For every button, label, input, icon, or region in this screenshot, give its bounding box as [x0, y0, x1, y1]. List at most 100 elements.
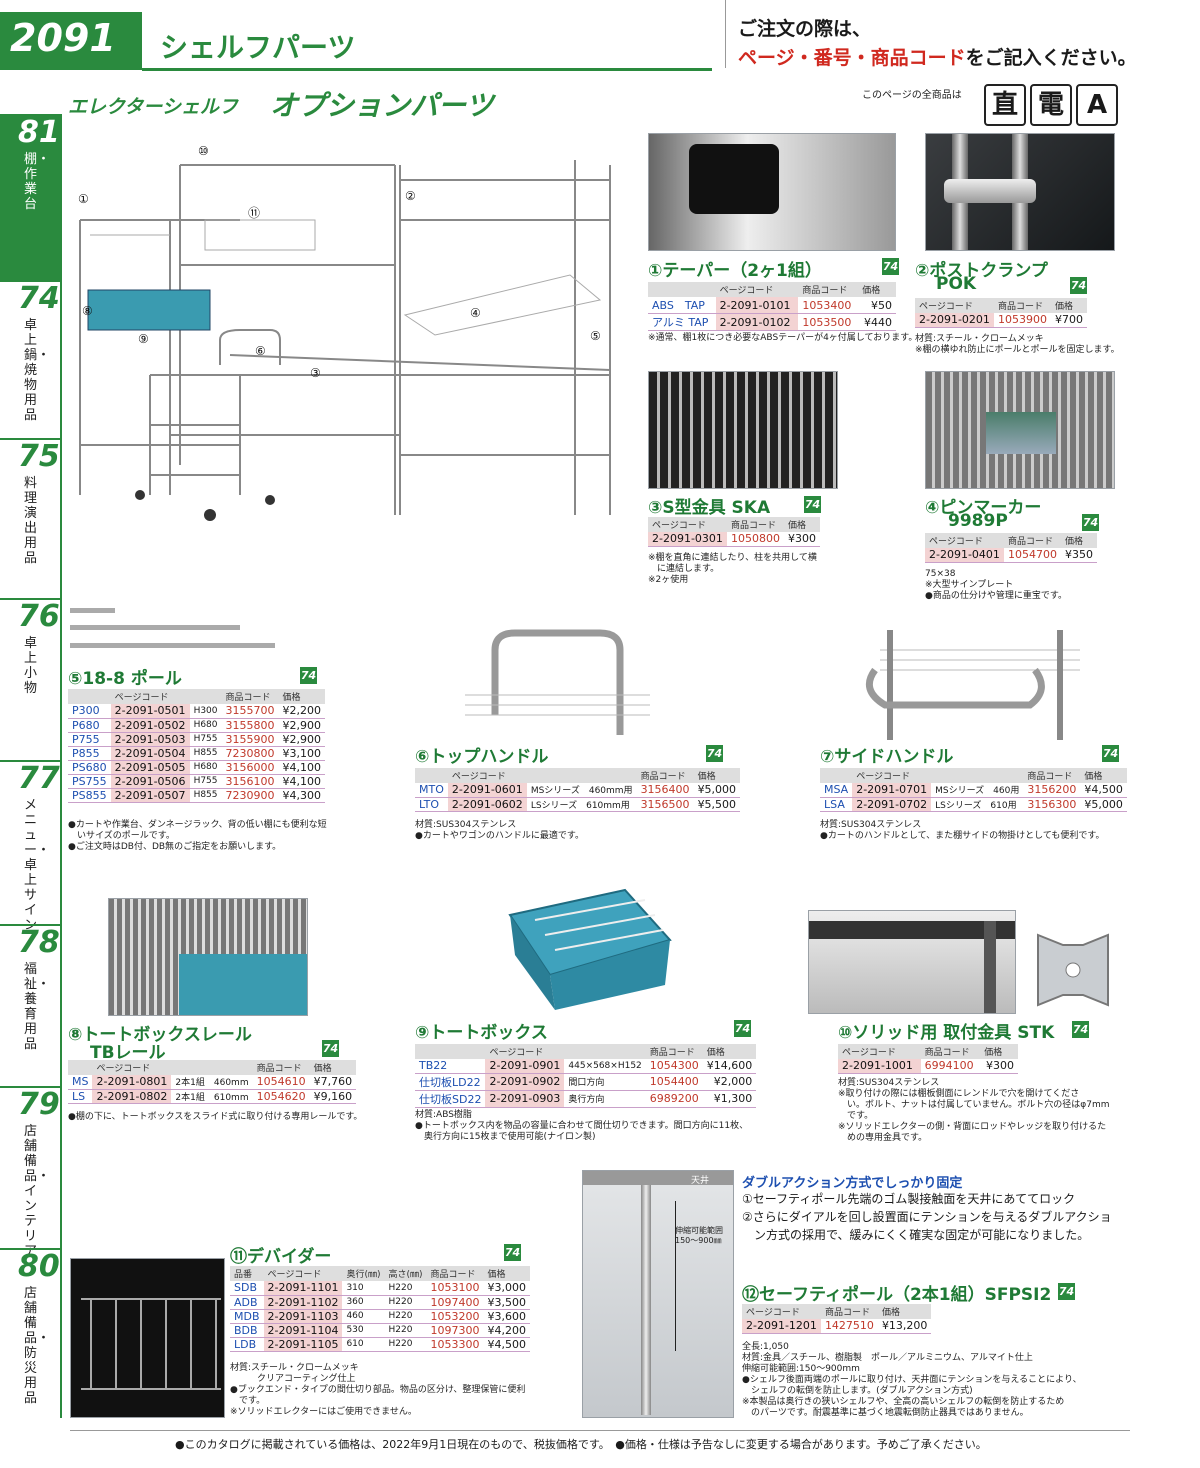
post-clamp-note: 材質:スチール・クロームメッキ ※棚の横ゆれ防止にポールとポールを固定します。: [915, 334, 1120, 355]
solid-mount-title: ⑩ソリッド用 取付金具 STK: [838, 1023, 1055, 1043]
post-clamp-photo: [925, 133, 1115, 251]
taper-photo: [648, 133, 896, 251]
pole-illustration: [70, 608, 275, 648]
taper-badge: 74: [882, 258, 899, 275]
delivery-icon: A: [1076, 84, 1118, 126]
tab-label: 店舗備品・インテリア: [24, 1124, 51, 1259]
solid-mount-photo: [808, 910, 1016, 1014]
direct-ship-icon: 直: [984, 84, 1026, 126]
icons-label: このページの全商品は: [862, 90, 962, 101]
category-title: シェルフパーツ: [160, 31, 356, 64]
tab-number: 79: [18, 1087, 60, 1122]
tab-number: 76: [18, 599, 60, 634]
safety-pole-note: 全長:1,050 材質:金具／スチール、樹脂製 ポール／アルミニウム、アルマイト…: [742, 1342, 1082, 1418]
s-hook-note: ※棚を直角に連結したり、柱を共用して横 に連結します。 ※2ヶ使用: [648, 553, 817, 585]
taper-note: ※通常、棚1枚につき必要なABSテーパーが4ヶ付属しております。: [648, 333, 918, 343]
solid-mount-pole: [984, 921, 996, 1013]
pole-title: ⑤18-8 ポール: [68, 669, 182, 689]
safety-pole-label-ceiling: 天井: [691, 1176, 710, 1186]
tab-number: 81: [18, 115, 60, 150]
footer-rule: [70, 1430, 1130, 1431]
post-clamp-badge: 74: [1070, 277, 1087, 294]
diagram-label-3: ③: [310, 366, 321, 380]
post-clamp-band: [944, 179, 1036, 203]
diagram-label-8: ⑧: [82, 304, 93, 318]
order-notice-line1: ご注文の際は、: [738, 18, 872, 40]
diagram-label-6: ⑥: [255, 344, 266, 358]
col-item-code: 商品コード: [798, 282, 859, 297]
phone-icon: 電: [1030, 84, 1072, 126]
top-handle-title: ⑥トップハンドル: [415, 747, 549, 767]
top-handle-illustration: [465, 629, 650, 735]
tote-box-illustration: [508, 888, 672, 1010]
taper-shape: [689, 144, 779, 214]
solid-mount-note: 材質:SUS304ステンレス ※取り付けの際には棚板側面にレンドルで穴を開けてく…: [838, 1078, 1110, 1143]
divider-wire: [81, 1298, 221, 1390]
safety-pole-shaft: [641, 1185, 651, 1415]
tote-box-badge: 74: [734, 1020, 751, 1037]
safety-pole-line2: ②さらにダイアルを回し設置面にテンションを与えるダブルアクショ: [742, 1210, 1112, 1224]
diagram-label-9: ⑨: [138, 332, 149, 346]
tab-number: 80: [18, 1249, 60, 1284]
pole-badge: 74: [300, 667, 317, 684]
diagram-label-1: ①: [78, 192, 89, 206]
tab-number: 75: [18, 439, 60, 474]
tab-number: 74: [18, 281, 60, 316]
col-price: 価格: [858, 282, 896, 297]
pin-marker-badge: 74: [1082, 514, 1099, 531]
pole-note: ●カートや作業台、ダンネージラック、背の低い棚にも便利な短 いサイズのポールです…: [68, 820, 327, 852]
tote-rail-box: [179, 954, 307, 1015]
tote-rail-title: ⑧トートボックスレール: [68, 1025, 252, 1045]
tab-number: 78: [18, 925, 60, 960]
safety-pole-ceiling: [583, 1171, 733, 1185]
tote-rail-badge: 74: [322, 1040, 339, 1057]
pin-marker-note: 75×38 ※大型サインプレート ●商品の仕分けや管理に重宝です。: [925, 569, 1067, 601]
safety-pole-photo: 天井 伸縮可能範囲 150〜900㎜: [582, 1170, 734, 1418]
divider-title: ⑪デバイダー: [230, 1247, 332, 1267]
safety-pole-title: ⑫セーフティポール（2本1組）SFPSI2: [742, 1285, 1052, 1305]
post-clamp-title: ②ポストクランプ: [915, 261, 1048, 281]
tote-rail-title2: TBレール: [90, 1043, 166, 1063]
divider-photo: [70, 1258, 225, 1418]
safety-pole-line3: ン方式の採用で、緩みにくく確実な固定が可能になりました。: [742, 1228, 1090, 1242]
diagram-label-5: ⑤: [590, 329, 601, 343]
pin-marker-photo: [925, 371, 1115, 489]
side-handle-illustration: [865, 630, 1080, 740]
tab-label: メニュー・卓上サイン: [24, 798, 51, 933]
section-title: オプションパーツ: [270, 89, 494, 122]
tab-label: 棚・作業台: [24, 152, 51, 212]
safety-pole-line1: ①セーフティポール先端のゴム製接触面を天井にあててロック: [742, 1192, 1076, 1206]
page-number: 2091: [10, 16, 116, 60]
order-notice-black: をご記入ください。: [965, 47, 1137, 69]
tote-box-title: ⑨トートボックス: [415, 1023, 548, 1043]
